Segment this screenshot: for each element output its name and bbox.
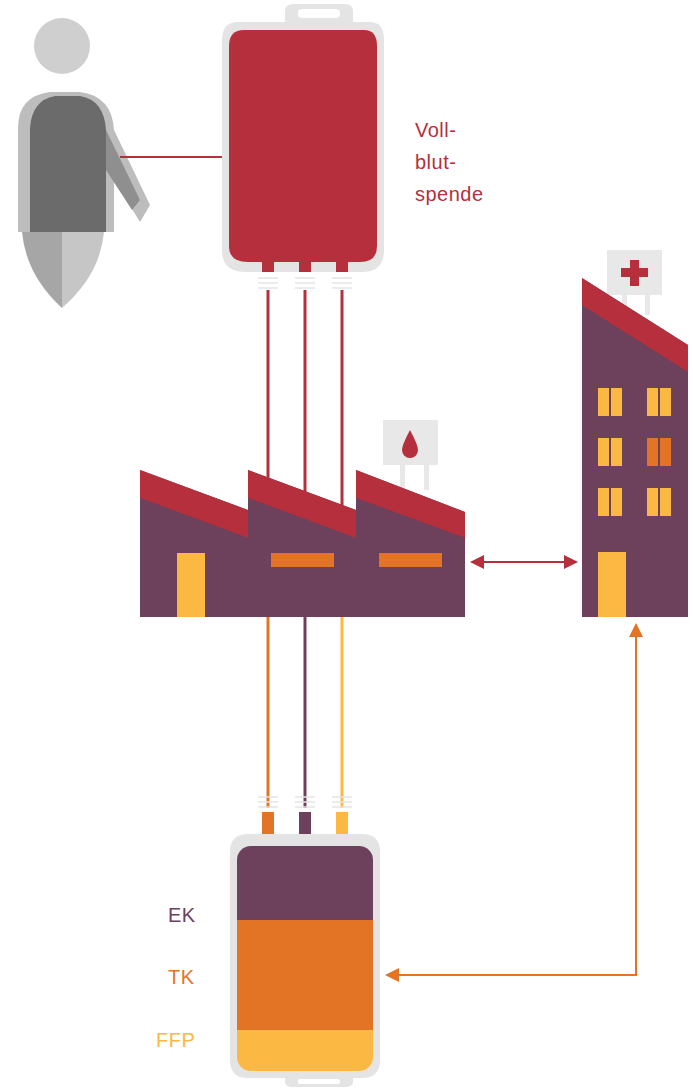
exchange-arrow xyxy=(470,555,578,569)
node-label: FFP xyxy=(156,1024,226,1056)
erythrocyte-band: EK xyxy=(237,846,373,920)
platelet-band: TK xyxy=(237,920,373,1030)
node-label: EK xyxy=(168,899,228,931)
blood-service-factory xyxy=(140,420,465,617)
component-bag xyxy=(230,797,380,1087)
donor-line xyxy=(120,156,228,158)
hospital-building xyxy=(582,250,688,617)
whole-blood-bag: Voll- blut- spende xyxy=(222,10,385,290)
supply-arrow xyxy=(385,623,643,982)
node-label: Voll- blut- spende xyxy=(415,114,497,210)
whole-blood-bag xyxy=(222,4,384,288)
donor-figure xyxy=(18,18,150,308)
component-tubes xyxy=(268,617,342,808)
node-label: TK xyxy=(168,961,228,993)
tubes xyxy=(268,290,342,506)
plasma-band: FFP xyxy=(237,1030,373,1071)
